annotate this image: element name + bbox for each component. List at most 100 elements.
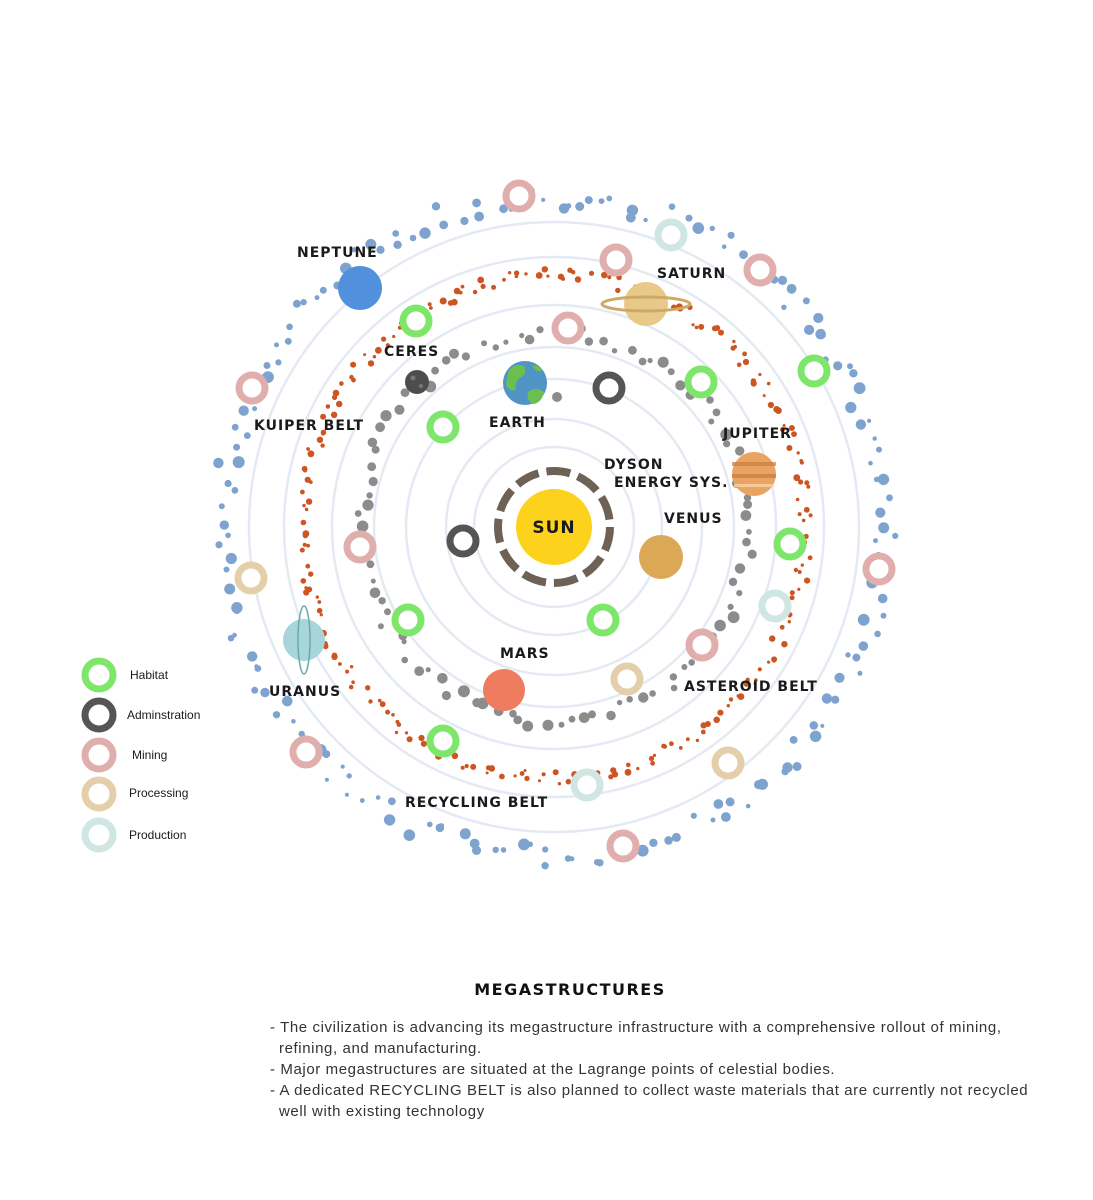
recycling-dot xyxy=(742,351,747,357)
recycling-dot xyxy=(561,276,566,281)
recycling-dot xyxy=(767,660,771,664)
recycling-dot xyxy=(793,474,801,482)
recycling-dot xyxy=(477,276,485,284)
kuiper-dot xyxy=(777,275,788,285)
kuiper-dot xyxy=(460,216,469,226)
ceres-dwarf-planet xyxy=(405,370,429,394)
asteroid-dot xyxy=(366,492,373,499)
recycling-dot xyxy=(791,431,797,437)
uranus-planet xyxy=(283,605,325,675)
kuiper-dot xyxy=(224,583,236,595)
kuiper-dot xyxy=(847,363,853,370)
kuiper-dot xyxy=(232,456,245,469)
kuiper-dot xyxy=(584,196,593,205)
kuiper-dot xyxy=(518,838,530,851)
asteroid-dot xyxy=(746,528,752,535)
recycling-dot xyxy=(367,360,375,367)
asteroid-dot xyxy=(503,339,509,345)
kuiper-dot xyxy=(541,197,546,202)
solar-system-diagram: SUN DYSON ENERGY SYS. VENUS EARTH MARS C… xyxy=(81,179,899,870)
asteroid-dot xyxy=(367,437,378,448)
kuiper-dot xyxy=(275,359,282,366)
orbit-ring xyxy=(372,345,736,709)
recycling-dot xyxy=(807,555,813,561)
kuiper-dot xyxy=(815,328,826,340)
recycling-dot xyxy=(302,503,306,508)
recycling-dot xyxy=(650,760,655,766)
kuiper-dot xyxy=(875,507,886,518)
habitat-ring-icon xyxy=(797,354,831,388)
kuiper-dot xyxy=(877,473,890,486)
recycling-dot xyxy=(743,681,749,687)
recycling-dot xyxy=(336,400,343,408)
kuiper-dot xyxy=(876,446,882,453)
asteroid-dot xyxy=(524,334,535,345)
asteroid-dot xyxy=(735,446,745,456)
mining-ring-icon xyxy=(235,371,269,405)
asteroid-dot xyxy=(356,520,369,533)
recycling-dot xyxy=(789,595,795,601)
kuiper-dot xyxy=(721,244,727,249)
kuiper-dot xyxy=(802,297,810,305)
mining-ring-icon xyxy=(599,243,633,277)
asteroid-dot xyxy=(734,563,746,574)
recycling-dot xyxy=(304,476,311,483)
kuiper-dot xyxy=(393,240,402,249)
kuiper-dot xyxy=(383,814,396,826)
asteroid-dot xyxy=(667,368,675,376)
recycling-dot xyxy=(300,489,305,495)
production-ring-icon xyxy=(81,817,117,853)
recycling-dot xyxy=(797,512,802,517)
legend-label: Processing xyxy=(129,786,188,800)
kuiper-dot xyxy=(298,730,305,738)
kuiper-dot xyxy=(284,337,292,345)
recycling-dot xyxy=(392,334,396,339)
kuiper-dot xyxy=(346,773,352,779)
kuiper-dot xyxy=(218,503,225,510)
kuiper-dot xyxy=(227,634,235,642)
kuiper-dot xyxy=(564,855,572,862)
asteroid-dot xyxy=(558,721,565,728)
recycling-dot xyxy=(574,276,582,283)
asteroid-dot xyxy=(368,476,378,487)
recycling-dot xyxy=(782,424,786,427)
recycling-dot xyxy=(546,274,550,278)
legend-item-production: Production xyxy=(81,817,186,853)
recycling-dot xyxy=(795,497,800,502)
recycling-dot xyxy=(320,429,327,436)
processing-ring-icon xyxy=(81,776,117,812)
kuiper-dot xyxy=(857,613,870,626)
recycling-dot xyxy=(607,275,612,280)
asteroid-dot xyxy=(394,404,405,415)
kuiper-dot xyxy=(820,723,825,728)
recycling-dot xyxy=(460,284,465,289)
recycling-dot xyxy=(726,704,730,708)
recycling-dot xyxy=(808,513,813,518)
kuiper-dot xyxy=(375,795,381,800)
kuiper-dot xyxy=(853,382,866,395)
mining-ring-icon xyxy=(289,735,323,769)
recycling-dot xyxy=(780,427,785,433)
kuiper-dot xyxy=(340,764,345,769)
recycling-dot xyxy=(451,752,459,760)
production-ring-icon xyxy=(758,589,792,623)
habitat-ring-icon xyxy=(81,657,117,693)
asteroid-dot xyxy=(522,720,534,732)
asteroid-dot xyxy=(366,560,375,569)
recycling-dot xyxy=(789,590,795,596)
recycling-dot xyxy=(375,346,382,354)
recycling-dot xyxy=(507,271,512,275)
mining-ring-icon xyxy=(81,737,117,773)
recycling-dot xyxy=(320,413,327,420)
kuiper-dot xyxy=(238,405,249,416)
kuiper-dot xyxy=(754,780,764,790)
recycling-dot xyxy=(470,763,477,770)
note-item: - Major megastructures are situated at t… xyxy=(270,1061,836,1078)
kuiper-dot xyxy=(575,202,585,211)
kuiper-dot xyxy=(690,812,697,819)
recycling-dot xyxy=(513,774,517,778)
asteroid-dot xyxy=(380,410,392,422)
recycling-dot xyxy=(652,753,657,758)
asteroid-dot xyxy=(400,388,410,397)
kuiper-dot xyxy=(351,247,357,253)
